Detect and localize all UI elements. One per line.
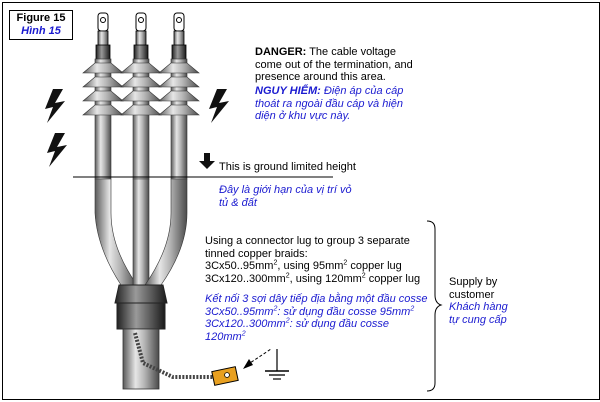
sup: 2 (241, 329, 246, 337)
sup: 2 (361, 271, 366, 279)
connector-en-3b: , using 95mm (277, 260, 344, 272)
sup: 2 (343, 259, 348, 267)
connector-en-4a: 3Cx120..300mm (205, 272, 286, 285)
danger-vi-3: diện ở khu vực này. (255, 110, 351, 122)
insulator-phase-3 (159, 13, 199, 179)
figure-label-box: Figure 15 Hình 15 (9, 10, 73, 40)
supply-en: Supply by customer (449, 276, 497, 301)
figure-label-vi: Hình 15 (21, 25, 61, 37)
ground-text-en: This is ground limited height (219, 161, 356, 173)
danger-vi-2: thoát ra ngoài đầu cáp và hiện (255, 97, 404, 110)
connector-vi-2b: : sử dụng đầu cosse 95mm (277, 305, 411, 318)
connector-vi-3b: : sử dụng đầu cosse 120mm (205, 318, 389, 343)
ground-text-vi: Đây là giới hạn của vị trí vỏ tủ & đất (219, 184, 352, 209)
sup: 2 (285, 317, 290, 325)
copper-braid (133, 332, 215, 379)
danger-text-1: The cable voltage (309, 46, 397, 58)
danger-vi: NGUY HIỂM: Điện áp của cáp thoát ra ngoà… (255, 85, 455, 123)
danger-title: DANGER: (255, 46, 307, 58)
danger-vi-1: Điện áp của cáp (323, 85, 404, 97)
connector-en: Using a connector lug to group 3 separat… (205, 235, 425, 285)
sup: 2 (285, 271, 290, 279)
lightning-icon (47, 133, 67, 167)
supply-bracket (426, 220, 443, 392)
breakout-boot (114, 284, 168, 304)
supply-en-1: Supply by (449, 276, 498, 288)
figure-label-en: Figure 15 (16, 12, 66, 24)
connector-en-4b: , using 120mm (289, 272, 362, 285)
lightning-icon (209, 89, 229, 123)
cable (122, 328, 160, 390)
danger-text-3: presence around this area. (255, 71, 386, 83)
supply-vi: Khách hàng tự cung cấp (449, 301, 508, 326)
connector-en-4c: copper lug (365, 272, 421, 285)
connector-vi: Kết nối 3 sợi dây tiếp địa bằng một đầu … (205, 293, 430, 343)
danger-en: DANGER: The cable voltage come out of th… (255, 46, 455, 84)
lightning-icon (45, 89, 65, 123)
connector-vi-3a: 3Cx120..300mm (205, 318, 286, 330)
connector-en-3a: 3Cx50..95mm (205, 260, 274, 272)
danger-text-2: come out of the termination, and (255, 58, 413, 71)
earth-ground-icon (265, 349, 289, 380)
danger-title-vi: NGUY HIỂM: (255, 85, 321, 97)
connector-en-3c: copper lug (347, 260, 402, 272)
supply-vi-2: tự cung cấp (449, 313, 507, 326)
sup: 2 (273, 259, 278, 267)
connector-vi-1: Kết nối 3 sợi dây tiếp địa bằng một đầu … (205, 293, 428, 305)
ground-vi-2: tủ & đất (219, 196, 257, 209)
connector-vi-2a: 3Cx50..95mm (205, 305, 274, 318)
connector-en-2: tinned copper braids: (205, 247, 308, 260)
sup: 2 (273, 304, 278, 312)
connector-en-1: Using a connector lug to group 3 separat… (205, 235, 410, 247)
sup: 2 (410, 304, 415, 312)
down-arrow-icon (199, 153, 215, 169)
supply-en-2: customer (449, 288, 495, 301)
insulator-phase-2 (121, 13, 161, 179)
insulator-phase-1 (83, 13, 123, 179)
termination-drawing (45, 3, 443, 392)
ground-vi-1: Đây là giới hạn của vị trí vỏ (219, 184, 352, 196)
supply-vi-1: Khách hàng (449, 301, 508, 313)
